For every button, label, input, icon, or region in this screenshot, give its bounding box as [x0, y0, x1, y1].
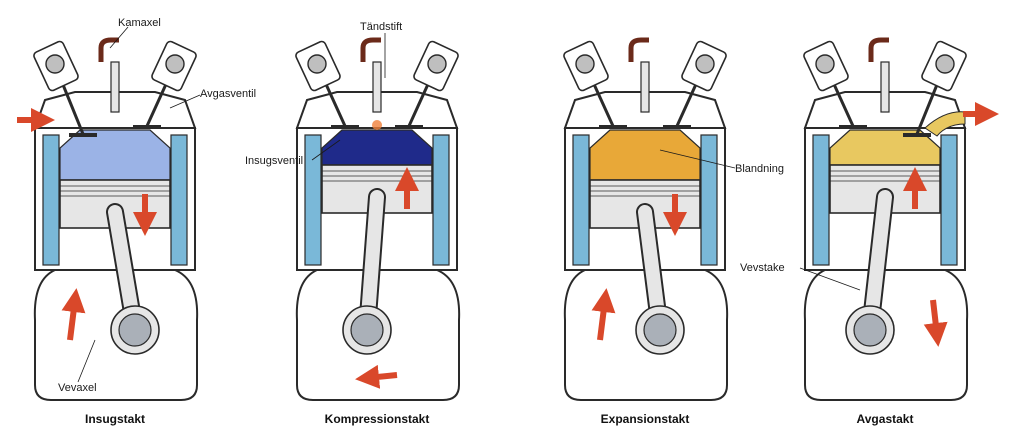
leader-blandning: [659, 149, 736, 169]
spark-plug: [640, 61, 650, 113]
coolant-left: [812, 134, 830, 266]
intake-camshaft: [815, 54, 835, 74]
exhaust-camshaft: [427, 54, 447, 74]
intake-camshaft: [307, 54, 327, 74]
label-blandning: Blandning: [735, 163, 784, 175]
spark-plug: [110, 61, 120, 113]
coolant-right: [700, 134, 718, 266]
coolant-left: [304, 134, 322, 266]
exhaust-camshaft: [165, 54, 185, 74]
crank-rotation-arrow: [591, 288, 616, 341]
crank-bearing: [643, 313, 677, 347]
spark-plug: [372, 61, 382, 113]
ignition-spark: [372, 120, 382, 130]
crank-rotation-arrow: [61, 288, 86, 341]
engine-2: [295, 37, 461, 401]
exhaust-camshaft: [695, 54, 715, 74]
coolant-right: [432, 134, 450, 266]
crank-bearing: [350, 313, 384, 347]
coolant-right: [170, 134, 188, 266]
engine-3: [563, 37, 729, 401]
combustion-chamber: [589, 129, 701, 181]
engine-1: [17, 37, 199, 401]
label-tandstift: Tändstift: [360, 21, 403, 33]
label-vevstake: Vevstake: [740, 262, 785, 274]
leader-vevaxel: [77, 339, 96, 383]
coolant-left: [42, 134, 60, 266]
crank-bearing: [853, 313, 887, 347]
caption-insugstakt: Insugstakt: [84, 412, 146, 426]
leader-kamaxel: [109, 26, 129, 49]
spark-plug: [880, 61, 890, 113]
crank-rotation-arrow: [923, 299, 948, 347]
label-vevaxel: Vevaxel: [58, 382, 97, 394]
spark-plug-lead: [868, 37, 889, 62]
combustion-chamber: [321, 129, 433, 166]
caption-avgastakt: Avgastakt: [856, 412, 914, 426]
spark-plug-lead: [98, 37, 119, 62]
coolant-right: [940, 134, 958, 266]
label-kamaxel: Kamaxel: [118, 17, 161, 29]
leader-insugsventil: [311, 139, 341, 161]
intake-camshaft: [45, 54, 65, 74]
label-avgasventil: Avgasventil: [200, 88, 257, 100]
crank-rotation-arrow: [355, 364, 398, 389]
leader-avgasventil: [169, 94, 201, 109]
coolant-left: [572, 134, 590, 266]
spark-plug-lead: [628, 37, 649, 62]
intake-camshaft: [575, 54, 595, 74]
caption-expansionstakt: Expansionstakt: [600, 412, 690, 426]
combustion-chamber: [59, 129, 171, 181]
exhaust-camshaft: [935, 54, 955, 74]
exhaust-gas: [924, 111, 966, 137]
spark-plug-lead: [360, 37, 381, 62]
engine-4: [803, 37, 999, 401]
label-insugsventil: Insugsventil: [245, 155, 304, 167]
crank-bearing: [118, 313, 152, 347]
leader-vevstake: [799, 267, 861, 291]
caption-kompressionstakt: Kompressionstakt: [324, 412, 430, 426]
